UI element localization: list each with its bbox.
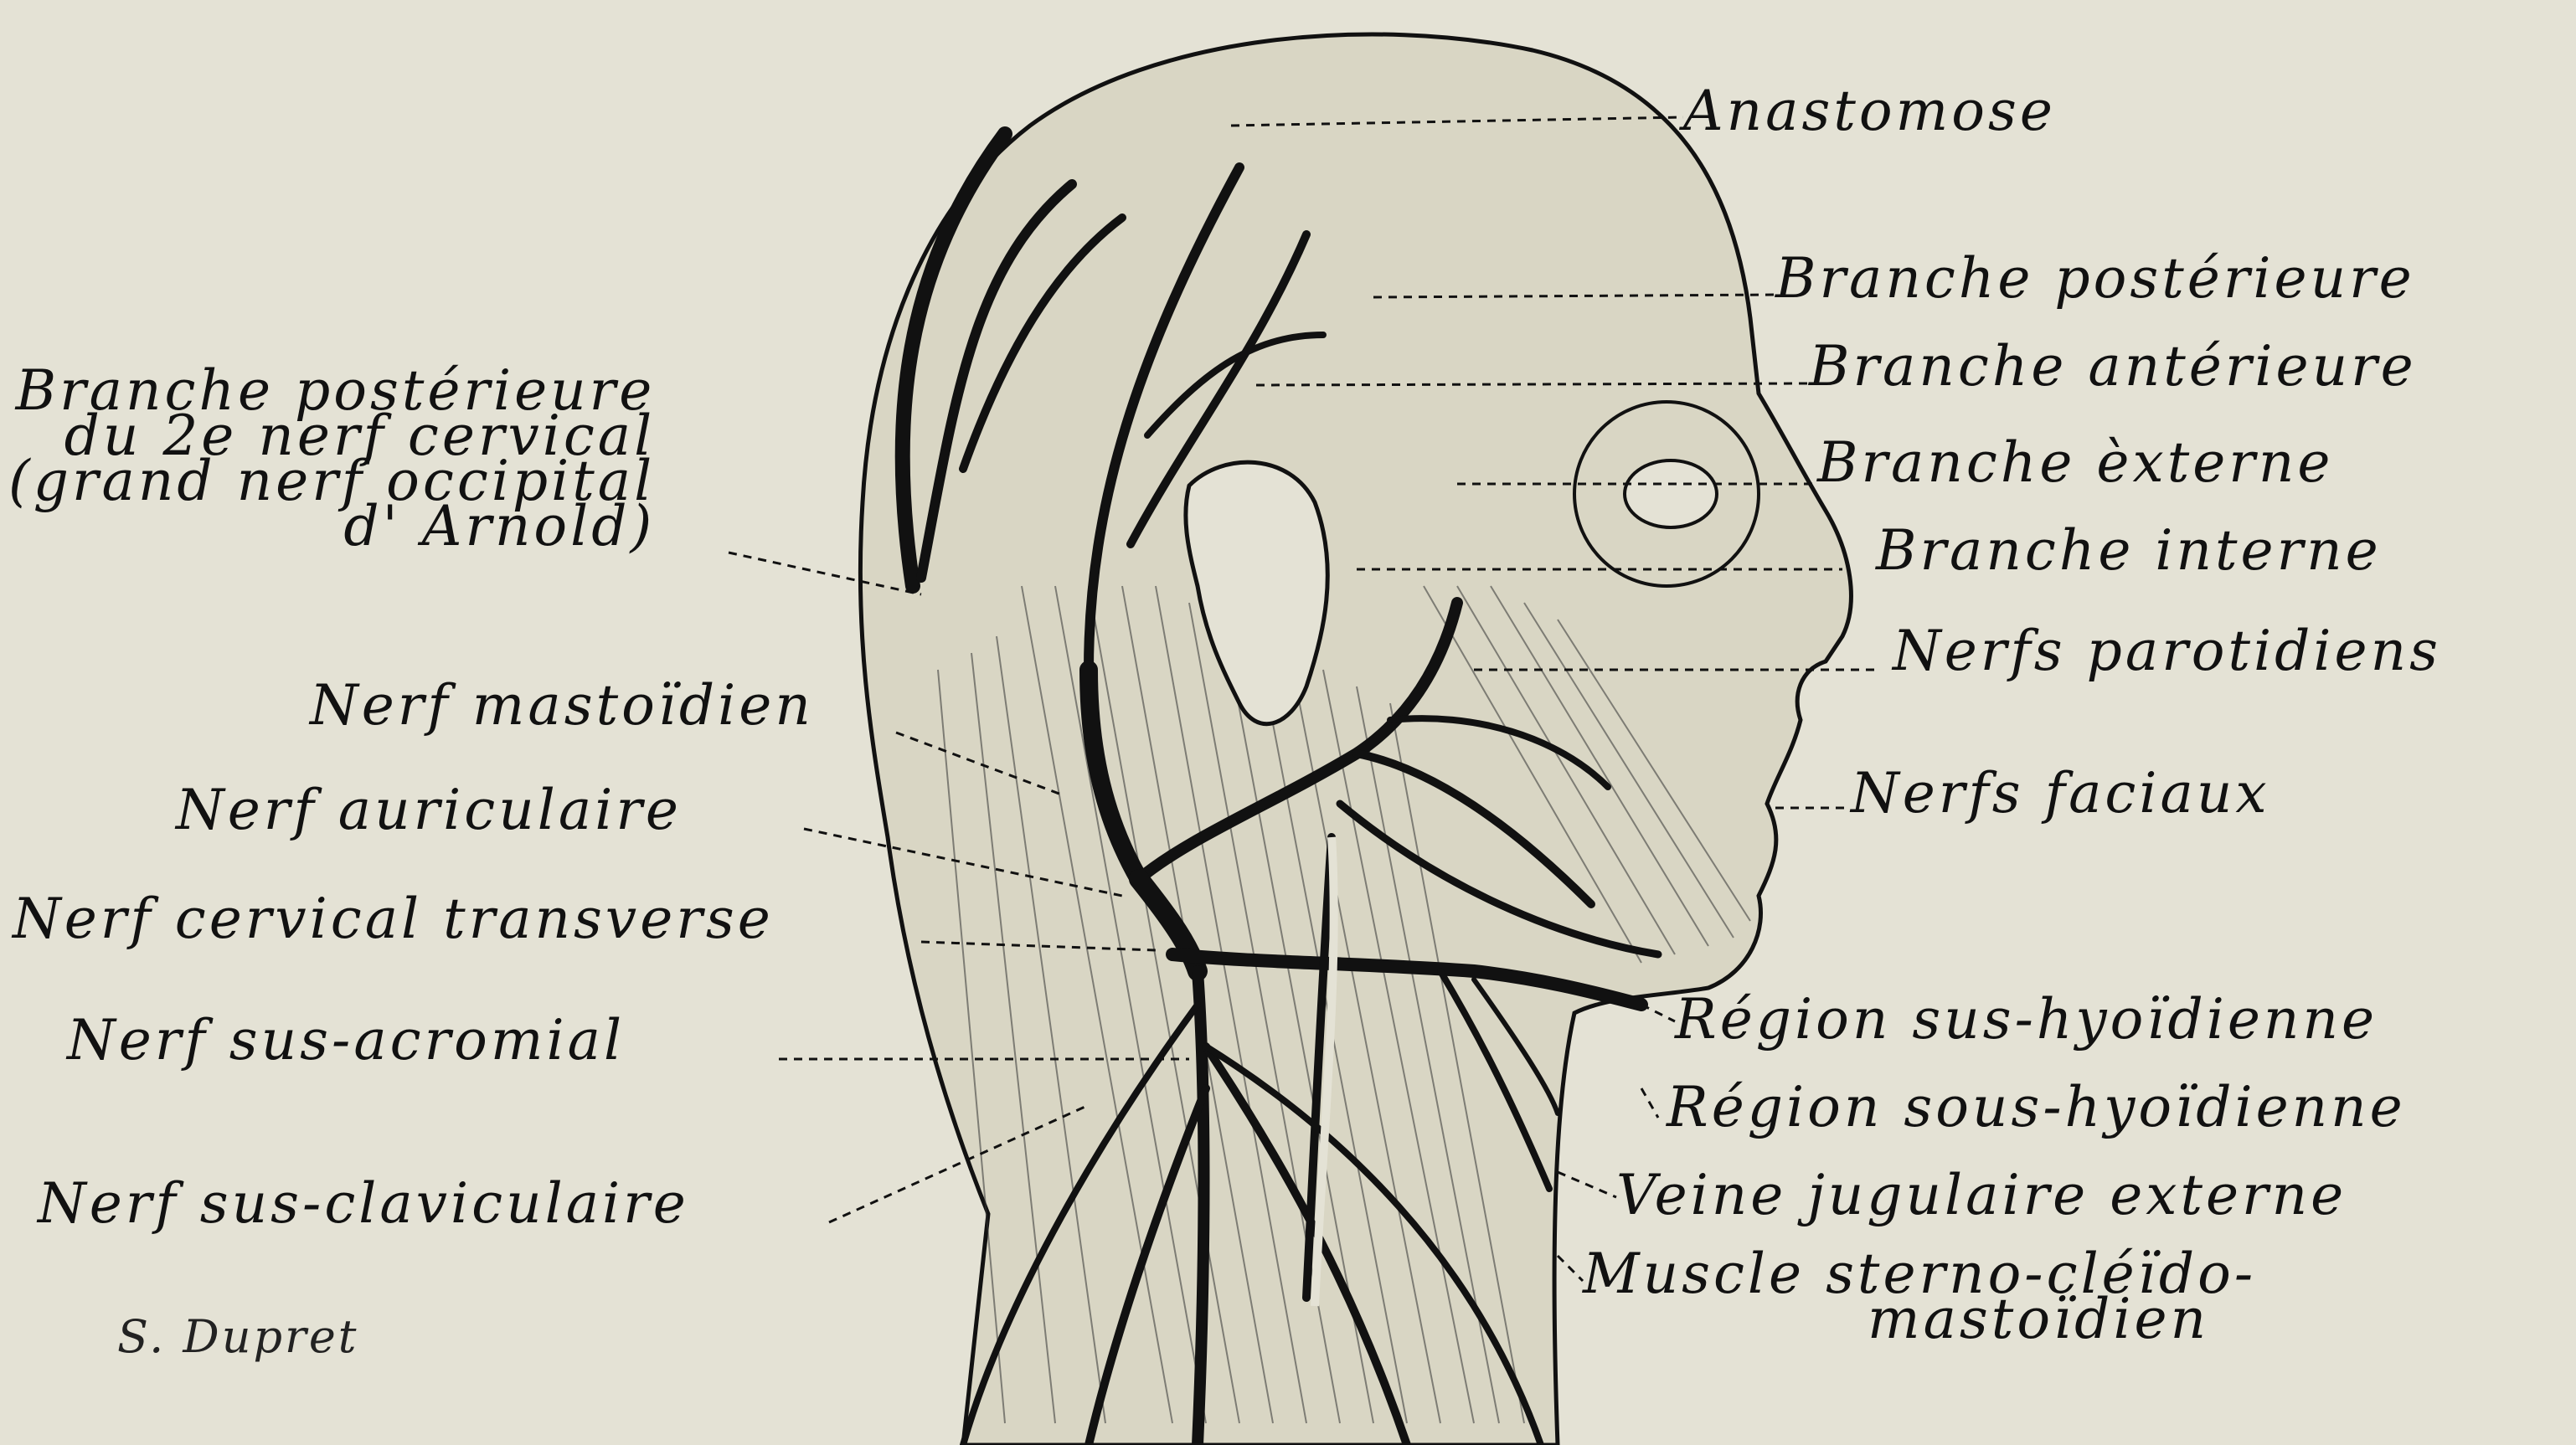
label-nerf-sus-acromial: Nerf sus-acromial	[67, 1013, 625, 1068]
label-branche-interne: Branche interne	[1876, 523, 2382, 579]
label-branche-externe: Branche èxterne	[1817, 435, 2333, 491]
label-nerf-cervical-transverse: Nerf cervical transverse	[13, 892, 774, 947]
label-nerf-sus-claviculaire: Nerf sus-claviculaire	[38, 1176, 689, 1232]
label-branche-posterieure: Branche postérieure	[1775, 251, 2415, 306]
label-veine-jugulaire-externe: Veine jugulaire externe	[1616, 1168, 2347, 1223]
label-branche-anterieure: Branche antérieure	[1809, 339, 2417, 394]
head-outline	[860, 34, 1851, 1445]
label-muscle-sterno-cleido-mastoidien: Muscle sterno-cléïdo- mastoïdien	[1583, 1252, 2256, 1342]
label-nerfs-parotidiens: Nerfs parotidiens	[1893, 624, 2441, 679]
label-anastomose: Anastomose	[1683, 84, 2056, 139]
eye	[1625, 460, 1717, 527]
label-nerf-mastoidien: Nerf mastoïdien	[310, 678, 814, 733]
label-region-sus-hyoidienne: Région sus-hyoïdienne	[1675, 992, 2378, 1047]
artist-signature: S. Dupret	[117, 1310, 359, 1363]
label-region-sous-hyoidienne: Région sous-hyoïdienne	[1667, 1080, 2406, 1135]
label-nerfs-faciaux: Nerfs faciaux	[1851, 766, 2270, 821]
label-grand-nerf-occipital: Branche postérieure du 2e nerf cervical …	[8, 368, 655, 549]
label-nerf-auriculaire: Nerf auriculaire	[176, 783, 682, 838]
